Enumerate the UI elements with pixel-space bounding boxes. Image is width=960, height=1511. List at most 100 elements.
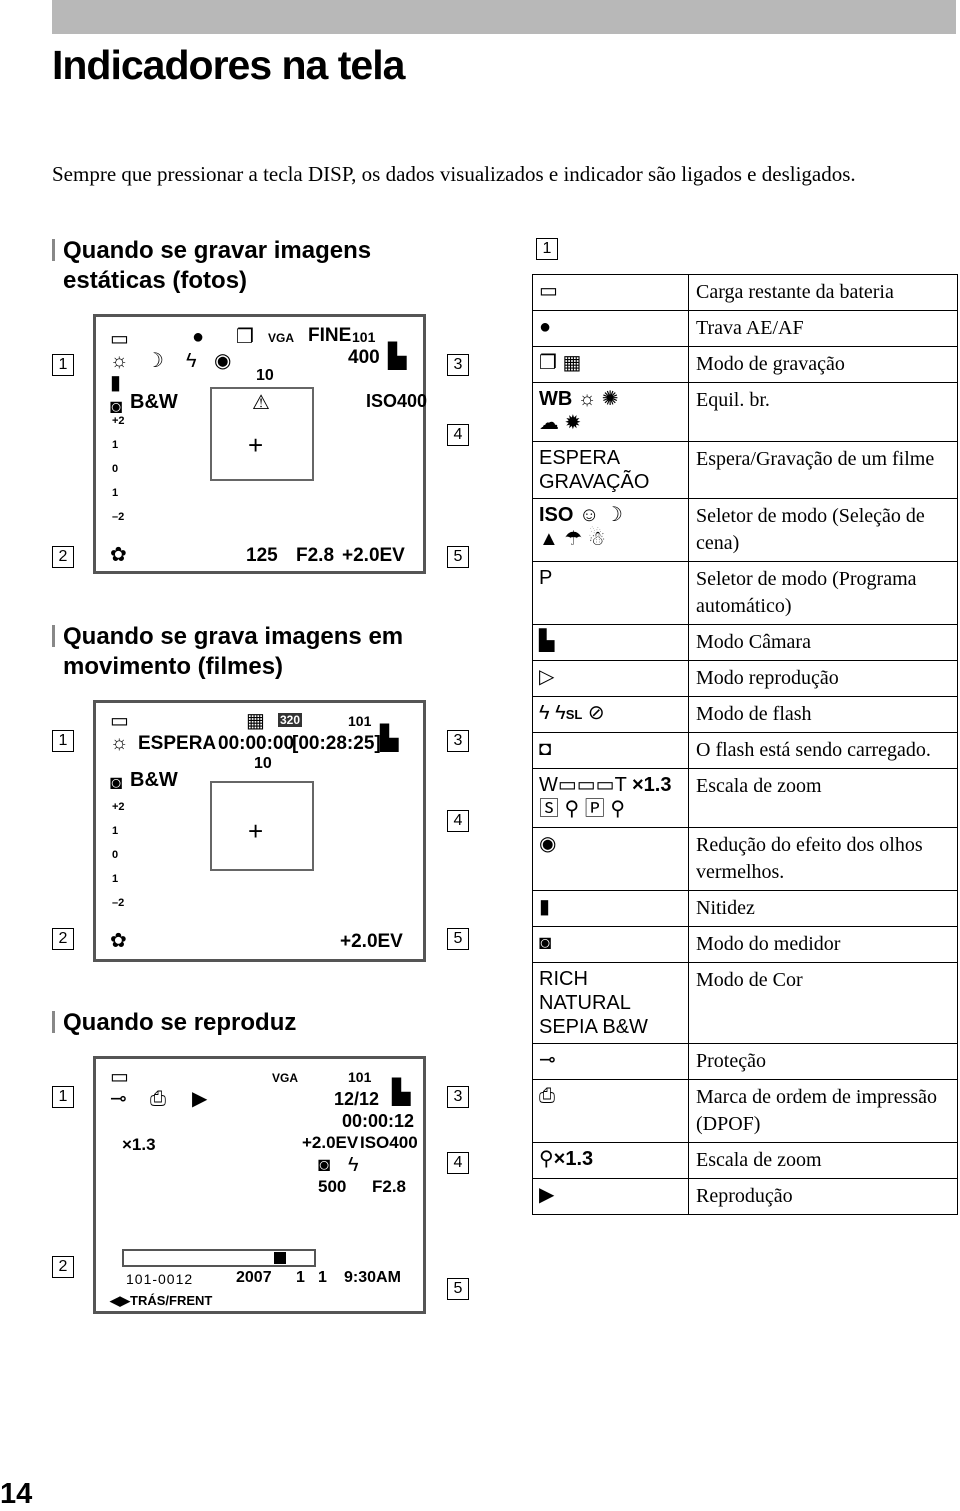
movie-icon: ▦	[246, 710, 265, 732]
shutter-speed: 125	[246, 545, 278, 566]
ae-af-lock-icon: ●	[532, 310, 689, 347]
badge-5: 5	[447, 928, 469, 950]
shake-warning-icon: ⚠	[252, 392, 270, 414]
table-row: ◙ Modo do medidor	[532, 926, 958, 963]
zoom-scale: ×1.3	[122, 1135, 156, 1154]
metering-icon: ◙	[110, 772, 123, 794]
section-play-heading: Quando se reproduz	[52, 1008, 296, 1038]
play-icon: ▶	[192, 1088, 208, 1110]
dpof-icon: ⎙	[150, 1088, 166, 1110]
folder: 101	[348, 1069, 372, 1085]
page-number: 14	[0, 1478, 33, 1510]
recording-mode-icon: ❐ ▦	[532, 346, 689, 383]
rec-time: 00:00:00	[218, 733, 295, 754]
movie-size: 320	[278, 713, 303, 727]
macro-icon: ✿	[110, 544, 127, 566]
folder: 101	[352, 329, 376, 345]
ae-af-lock-icon: ●	[192, 326, 205, 348]
white-balance-icon: ☼	[110, 732, 129, 754]
date-day: 1	[318, 1269, 327, 1286]
camera-icon: ▙	[380, 725, 399, 752]
ev-scale: +2 1 0 1 –2	[112, 415, 125, 523]
iso: ISO400	[360, 1133, 418, 1152]
badge-3: 3	[447, 354, 469, 376]
date-year: 2007	[236, 1269, 272, 1286]
macro-icon: ✿	[110, 930, 127, 952]
red-eye-icon: ◉	[214, 350, 232, 372]
table-row: ● Trava AE/AF	[532, 310, 958, 347]
date-month: 1	[296, 1269, 305, 1286]
badge-4: 4	[447, 1152, 469, 1174]
section-marker	[52, 1011, 55, 1033]
battery-icon: ▭	[110, 1066, 129, 1088]
aperture: F2.8	[296, 545, 335, 566]
folder: 101	[348, 713, 372, 729]
table-row: ISO ☺ ☽▲ ☂ ☃ Seletor de modo (Seleção de…	[532, 498, 958, 562]
flash-icon: ϟ ϟSL ⊘	[532, 696, 689, 733]
section-marker	[52, 239, 55, 261]
lcd-play: ▭ VGA 101 ⊸ ⎙ ▶ 12/12 ▙ 00:00:12 ×1.3 +2…	[93, 1056, 426, 1314]
playback-bar	[122, 1249, 316, 1267]
protect-key-icon: ⊸	[110, 1088, 127, 1110]
badge-1: 1	[52, 730, 74, 752]
color-mode: B&W	[130, 769, 178, 791]
self-timer: 10	[254, 755, 272, 772]
image-count: 12/12	[334, 1089, 380, 1109]
image-size: VGA	[268, 331, 295, 345]
table-row: ▮ Nitidez	[532, 890, 958, 927]
exposure: +2.0EV	[302, 1133, 359, 1152]
table-row: P Seletor de modo (Programa automático)	[532, 561, 958, 625]
badge-2: 2	[52, 928, 74, 950]
badge-3: 3	[447, 730, 469, 752]
self-timer: 10	[256, 367, 274, 384]
metering-icon: ◙	[318, 1154, 331, 1176]
section-marker	[52, 625, 55, 647]
table-row: ▭ Carga restante da bateria	[532, 274, 958, 311]
playback-position	[274, 1252, 286, 1264]
shutter-speed: 500	[318, 1177, 347, 1196]
af-frame	[210, 781, 314, 871]
intro-text: Sempre que pressionar a tecla DISP, os d…	[52, 162, 856, 186]
nav-hint: ◀▶TRÁS/FRENT	[110, 1293, 213, 1308]
badge-1: 1	[52, 1086, 74, 1108]
badge-4: 4	[447, 424, 469, 446]
ev-scale: +2 1 0 1 –2	[112, 801, 125, 909]
scene-icon: ISO ☺ ☽▲ ☂ ☃	[532, 498, 689, 562]
flash-icon: ϟ	[186, 350, 197, 372]
table-row: ⊸ Proteção	[532, 1043, 958, 1080]
table-row: RICH NATURAL SEPIA B&W Modo de Cor	[532, 962, 958, 1044]
spot-meter-cross-icon: +	[248, 430, 264, 460]
table-row: ▷ Modo reprodução	[532, 660, 958, 697]
table-row: WB ☼ ✺☁ ✹ Equil. br.	[532, 382, 958, 442]
play-icon: ▶	[532, 1178, 689, 1215]
lcd-movie: ▭ ▦ 320 101 ☼ ESPERA 00:00:00 [00:28:25]…	[93, 700, 426, 962]
badge-4: 4	[447, 810, 469, 832]
table-row: ▶ Reprodução	[532, 1178, 958, 1215]
aperture: F2.8	[372, 1177, 407, 1196]
quality: FINE	[308, 325, 352, 346]
table-badge: 1	[536, 238, 558, 260]
color-mode-icon: RICH NATURAL SEPIA B&W	[532, 962, 689, 1044]
section-still-heading: Quando se gravar imagens estáticas (foto…	[52, 236, 371, 296]
badge-3: 3	[447, 1086, 469, 1108]
sharpness-icon: ▮	[532, 890, 689, 927]
elapsed-time: 00:00:12	[342, 1111, 415, 1131]
camera-icon: ▙	[532, 624, 689, 661]
battery-icon: ▭	[110, 328, 129, 350]
playback-mode-icon: ▷	[532, 660, 689, 697]
badge-5: 5	[447, 1278, 469, 1300]
battery-icon: ▭	[110, 710, 129, 732]
white-balance-icon: WB ☼ ✺☁ ✹	[532, 382, 689, 442]
table-row: ▙ Modo Câmara	[532, 624, 958, 661]
flash-charging-icon: ◘	[532, 732, 689, 769]
section-movie-heading: Quando se grava imagens em movimento (fi…	[52, 622, 403, 682]
file-number: 101-0012	[126, 1271, 194, 1287]
table-row: ❐ ▦ Modo de gravação	[532, 346, 958, 383]
camera-icon: ▙	[388, 343, 407, 370]
white-balance-icon: ☼	[110, 350, 129, 372]
red-eye-icon: ◉	[532, 827, 689, 891]
program-icon: P	[532, 561, 689, 625]
playback-zoom-icon: ⚲×1.3	[532, 1142, 689, 1179]
table-row: ⚲×1.3 Escala de zoom	[532, 1142, 958, 1179]
